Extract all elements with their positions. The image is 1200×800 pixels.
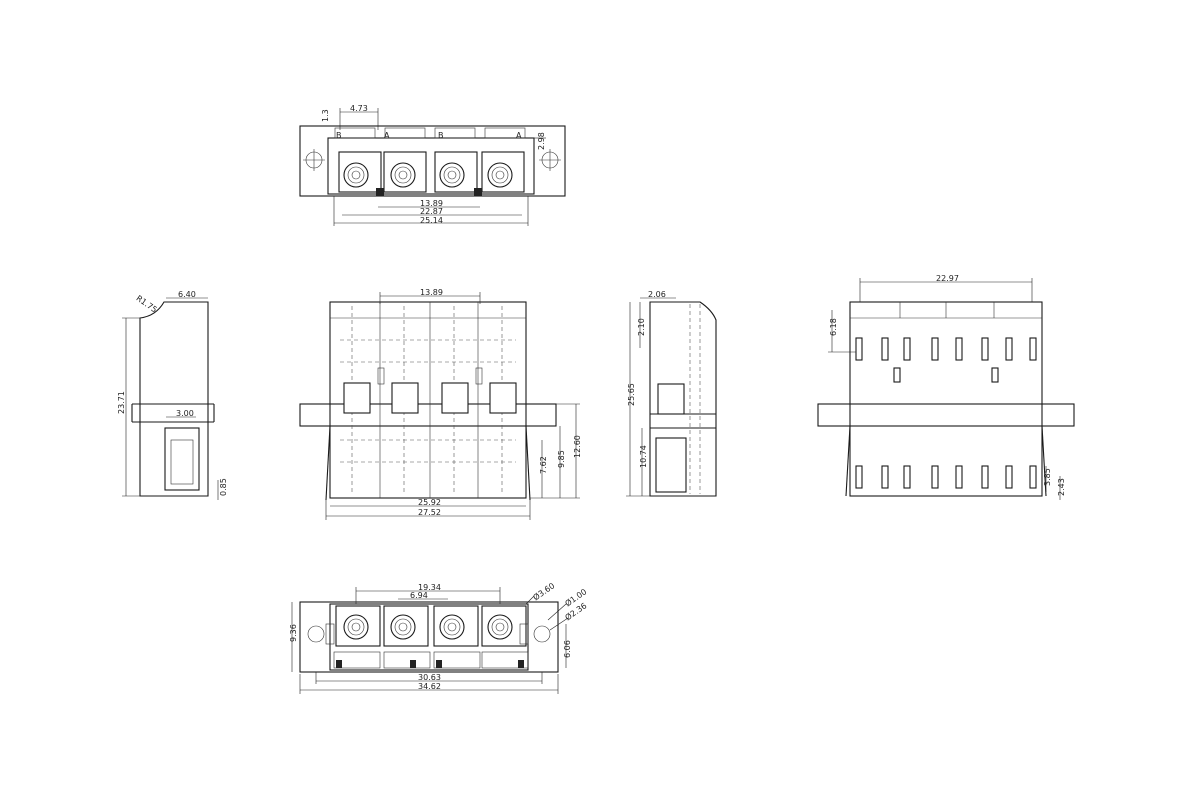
- back-dim-width: 22.97: [936, 274, 959, 283]
- top-dim-d2: 4.73: [350, 104, 368, 113]
- top-dim-d1: 1.3: [321, 109, 330, 122]
- front-dim-outer-width: 27.52: [418, 508, 441, 517]
- right-view: 2.06 2.10 25.65 10.74: [626, 290, 717, 497]
- bottom-port-4: [481, 605, 527, 647]
- top-port-2: [383, 151, 427, 193]
- bottom-dim-w4: 34.62: [418, 682, 441, 691]
- back-lower-slots: [855, 465, 1037, 489]
- top-dim-d5: 22.87: [420, 207, 443, 216]
- back-dim-lower: 3.85: [1043, 468, 1052, 486]
- bottom-dim-w3: 30.63: [418, 673, 441, 682]
- top-port-1: [338, 151, 382, 193]
- left-dim-height: 23.71: [117, 391, 126, 414]
- front-dim-h3: 12.60: [573, 435, 582, 458]
- right-dim-height: 25.65: [627, 383, 636, 406]
- left-view: 6.40 R1.75 23.71 3.00 0.85: [117, 290, 228, 500]
- back-view: 22.97 6.18 3.85 2.43: [817, 274, 1075, 500]
- front-dim-h2: 9.85: [557, 450, 566, 468]
- bottom-port-3: [433, 605, 479, 647]
- left-dim-radius: R1.75: [134, 294, 158, 315]
- back-dim-upper: 6.18: [829, 318, 838, 336]
- front-dim-pitch: 13.89: [420, 288, 443, 297]
- left-dim-base: 0.85: [219, 478, 228, 496]
- front-dim-h1: 7.62: [539, 456, 548, 474]
- right-dim-top: 2.06: [648, 290, 666, 299]
- left-dim-slot: 3.00: [176, 409, 194, 418]
- right-dim-lower: 10.74: [639, 445, 648, 468]
- top-dim-d4: 13.89: [420, 199, 443, 208]
- bottom-dim-w2: 6.94: [410, 591, 428, 600]
- top-port-4: [481, 151, 525, 193]
- back-upper-slots: [855, 337, 1037, 361]
- top-dim-d6: 25.14: [420, 216, 443, 225]
- top-view: B A B A 4.73 1.3 2.98 13.89 22.87 25.14: [299, 104, 566, 226]
- top-port-letter-2: A: [384, 131, 390, 140]
- bottom-dim-w1: 19.34: [418, 583, 441, 592]
- top-port-3: [434, 151, 478, 193]
- front-view: 13.89 25.92 27.52 7.62 9.85 12.60: [299, 288, 582, 520]
- top-port-letter-1: B: [336, 131, 342, 140]
- bottom-port-2: [383, 605, 429, 647]
- bottom-dim-height: 9.36: [289, 624, 298, 642]
- bottom-dim-dia1: Ø3.60: [531, 580, 556, 602]
- top-port-letter-4: A: [516, 131, 522, 140]
- bottom-view: 19.34 6.94 Ø3.60 Ø1.00 Ø2.36 9.36 6.06 3…: [289, 580, 588, 694]
- top-port-letter-3: B: [438, 131, 444, 140]
- right-dim-h-small: 2.10: [637, 318, 646, 336]
- front-dim-inner-width: 25.92: [418, 498, 441, 507]
- back-dim-offset: 2.43: [1057, 478, 1066, 496]
- bottom-port-1: [335, 605, 381, 647]
- left-dim-width: 6.40: [178, 290, 196, 299]
- top-dim-d3: 2.98: [537, 132, 546, 150]
- bottom-dim-h-inner: 6.06: [563, 640, 572, 658]
